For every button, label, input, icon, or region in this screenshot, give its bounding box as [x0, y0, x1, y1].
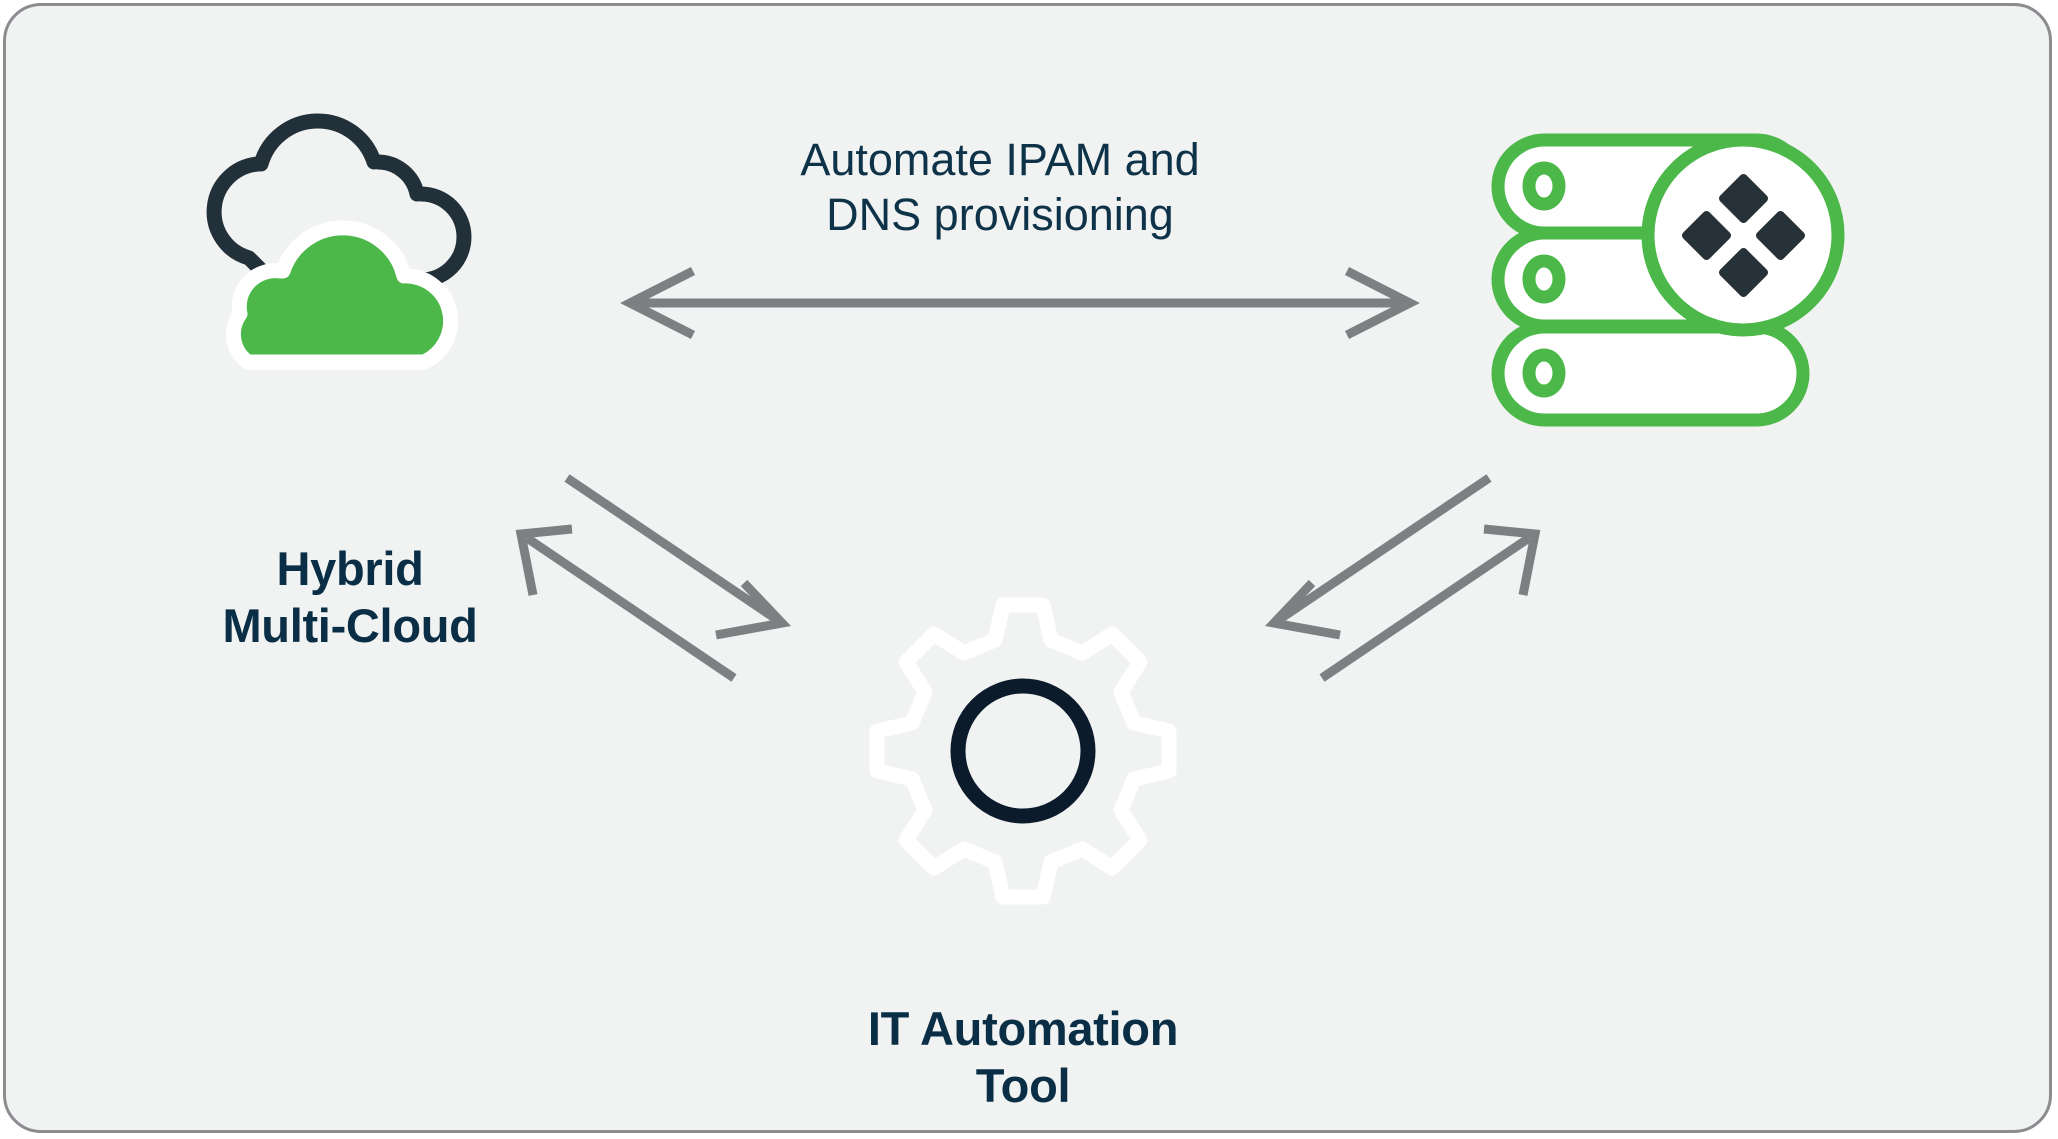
label-line-1: IT Automation	[867, 1002, 1179, 1055]
ddi-badge-circle	[1641, 133, 1845, 337]
cloud-back-shape	[206, 113, 472, 288]
diamond-bottom	[1718, 247, 1769, 298]
server-led-top	[1522, 161, 1566, 211]
label-line-2: Multi-Cloud	[222, 599, 478, 653]
diamond-right	[1755, 210, 1806, 261]
gear-hub-circle	[950, 678, 1096, 824]
node-ddi-server-stack[interactable]	[1440, 30, 1890, 480]
label-line-2: Tool	[975, 1059, 1071, 1113]
server-led-bottom	[1522, 348, 1566, 398]
gear-outline-shape	[869, 597, 1177, 905]
server-led-middle	[1522, 254, 1566, 304]
label-it-automation-tool: IT Automation Tool	[763, 1000, 1283, 1115]
cloud-front-shape	[225, 220, 459, 370]
label-line-1: Hybrid	[276, 542, 424, 595]
node-hybrid-multi-cloud[interactable]	[141, 44, 559, 462]
gear-icon	[869, 597, 1177, 905]
label-automate-ipam-dns: Automate IPAM and DNS provisioning	[680, 133, 1320, 243]
label-hybrid-multi-cloud: Hybrid Multi-Cloud	[90, 540, 610, 655]
node-it-automation-tool[interactable]	[814, 517, 1232, 935]
server-stack-icon	[1491, 133, 1845, 427]
diamond-left	[1681, 210, 1732, 261]
flow-label-line-2: DNS provisioning	[826, 188, 1174, 240]
ddi-diamond-cluster	[1681, 173, 1806, 298]
cloud-stack-icon	[206, 113, 472, 370]
flow-label-line-1: Automate IPAM and	[800, 134, 1200, 185]
diamond-top	[1718, 173, 1769, 224]
